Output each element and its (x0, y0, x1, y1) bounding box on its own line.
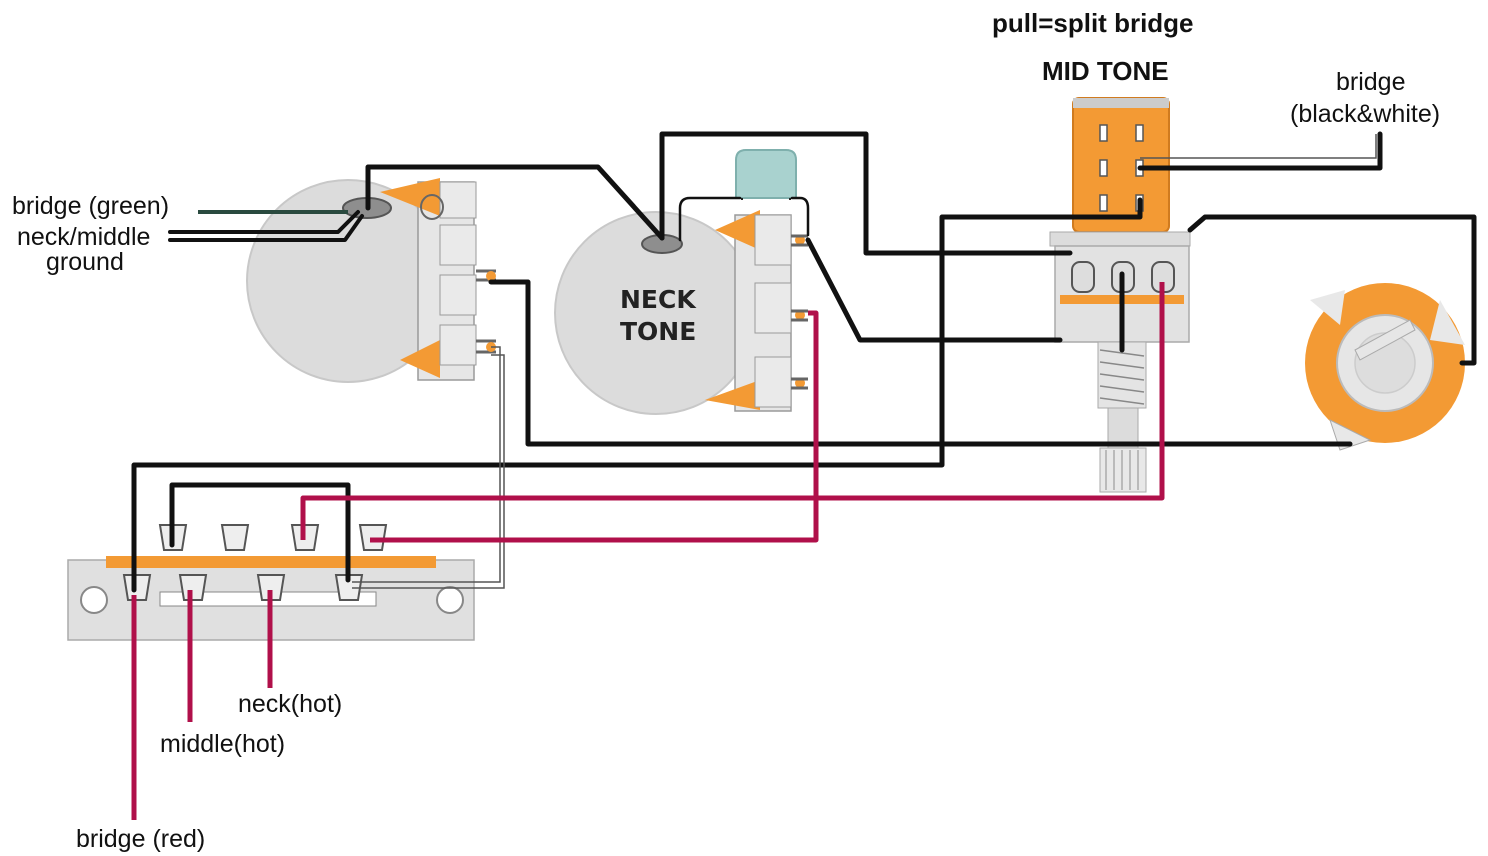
white-wires (352, 134, 1377, 589)
black-wires (131, 131, 1477, 593)
middle-hot-label: middle(hot) (160, 730, 285, 758)
neck-middle-label: neck/middle (17, 223, 150, 251)
volume-pot (246, 178, 496, 383)
neck-tone-label-line1: NECK (620, 285, 697, 314)
mid-tone-label: MID TONE (1042, 56, 1169, 86)
diagram-title: pull=split bridge (992, 8, 1194, 38)
red-wires (131, 282, 1165, 820)
bridge-green-label: bridge (green) (12, 192, 169, 220)
bridge-red-label: bridge (red) (76, 825, 205, 853)
neck-tone-label-line2: TONE (620, 317, 696, 346)
neck-tone-pot: NECK TONE (554, 210, 808, 415)
tone-capacitor (678, 149, 810, 242)
bridge-bw-label-line2: (black&white) (1290, 100, 1440, 128)
ground-label: ground (46, 248, 124, 276)
output-jack (1305, 283, 1465, 451)
bridge-bw-label-line1: bridge (1336, 68, 1406, 96)
neck-hot-label: neck(hot) (238, 690, 342, 718)
